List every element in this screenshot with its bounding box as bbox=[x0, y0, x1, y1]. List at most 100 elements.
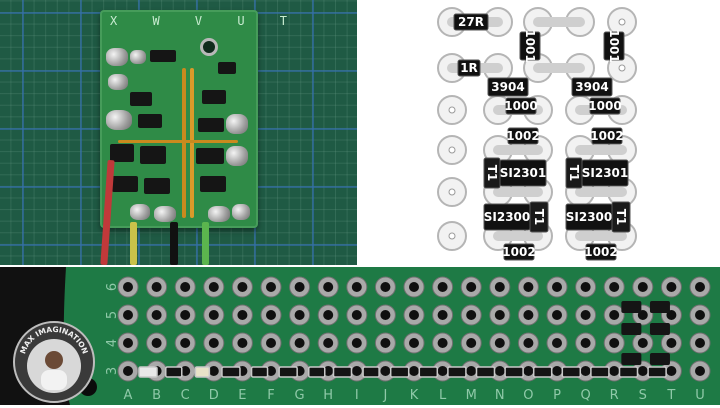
smd-component bbox=[475, 366, 496, 378]
column-letter: A bbox=[124, 388, 133, 403]
diagram-component-label: 1002 bbox=[584, 245, 617, 259]
perfboard-pad bbox=[146, 332, 168, 354]
perfboard-pad bbox=[575, 304, 597, 326]
perfboard-pad bbox=[489, 332, 511, 354]
smd-component bbox=[362, 366, 380, 378]
column-letter: R bbox=[610, 388, 619, 403]
column-letter: O bbox=[523, 388, 533, 403]
perfboard-pad bbox=[432, 276, 454, 298]
perfboard-pad bbox=[517, 304, 539, 326]
perfboard-pad bbox=[203, 304, 225, 326]
diagram-component-transistor: SI2301 bbox=[499, 159, 547, 187]
pad-ring bbox=[437, 221, 467, 251]
perfboard-pad bbox=[432, 304, 454, 326]
perfboard-pad bbox=[546, 304, 568, 326]
perfboard-pad bbox=[317, 304, 339, 326]
solder-joint bbox=[106, 110, 132, 130]
solder-joint bbox=[226, 114, 248, 134]
perfboard-pad bbox=[546, 332, 568, 354]
smd-transistor bbox=[621, 301, 642, 313]
perfboard-pad bbox=[346, 304, 368, 326]
smd-component bbox=[389, 366, 410, 378]
perfboard-pad bbox=[346, 276, 368, 298]
smd-chip bbox=[112, 176, 138, 192]
green-lead bbox=[202, 222, 209, 265]
diagram-component-transistor: 3904 bbox=[487, 77, 529, 97]
perfboard-pad bbox=[660, 332, 682, 354]
perfboard-pad bbox=[174, 304, 196, 326]
smd-chip bbox=[130, 92, 152, 106]
diagram-component-label: SI2301 bbox=[582, 166, 629, 180]
board-photo: X W V U T bbox=[0, 0, 357, 265]
diagram-component-resistor: 1000 bbox=[588, 97, 622, 115]
smd-chip bbox=[202, 90, 226, 104]
column-letter: L bbox=[439, 388, 447, 403]
perfboard-pad bbox=[374, 276, 396, 298]
perfboard-pad bbox=[632, 332, 654, 354]
smd-transistor bbox=[649, 323, 670, 335]
diagram-component-resistor: 1002 bbox=[584, 243, 618, 261]
black-lead bbox=[170, 222, 178, 265]
diagram-component-label: 1R bbox=[460, 61, 478, 75]
assembled-board: X W V U T bbox=[100, 10, 287, 228]
perfboard-pad bbox=[174, 276, 196, 298]
column-letter: N bbox=[495, 388, 505, 403]
column-letter: M bbox=[466, 388, 477, 403]
diagram-component-transistor: SI2300 bbox=[565, 203, 613, 231]
smd-component bbox=[138, 366, 158, 378]
diagram-component-label: 3904 bbox=[575, 80, 608, 94]
diagram-component-label: 1002 bbox=[502, 245, 535, 259]
diagram-component-label: 3904 bbox=[491, 80, 524, 94]
perfboard-pad bbox=[260, 332, 282, 354]
diagram-component-transistor: SI2300 bbox=[483, 203, 531, 231]
smd-component bbox=[590, 366, 610, 378]
diagram-component-label: 1000 bbox=[504, 99, 537, 113]
perfboard-pad bbox=[289, 276, 311, 298]
column-letter: E bbox=[238, 388, 246, 403]
smd-component bbox=[504, 366, 524, 378]
perfboard-pad bbox=[289, 332, 311, 354]
diagram-component-label: T1 bbox=[485, 165, 499, 182]
diagram-component-marking: T1 bbox=[483, 157, 501, 189]
diagram-component-label: SI2300 bbox=[566, 210, 613, 224]
perfboard-pad bbox=[260, 304, 282, 326]
perfboard-pad bbox=[346, 332, 368, 354]
column-letter: B bbox=[152, 388, 161, 403]
pad-ring bbox=[437, 135, 467, 165]
column-letter: U bbox=[695, 388, 705, 403]
column-letter: D bbox=[209, 388, 219, 403]
pad-ring bbox=[437, 177, 467, 207]
smd-component bbox=[250, 366, 269, 378]
perfboard-pad bbox=[689, 332, 711, 354]
diagram-component-resistor: 1R bbox=[457, 59, 481, 77]
column-letter: K bbox=[410, 388, 419, 403]
smd-component bbox=[618, 366, 639, 378]
smd-chip bbox=[150, 50, 176, 62]
perfboard-pad bbox=[460, 304, 482, 326]
column-letter: S bbox=[639, 388, 647, 403]
yellow-lead bbox=[130, 222, 137, 265]
smd-component bbox=[647, 366, 667, 378]
diagram-component-label: T1 bbox=[532, 209, 546, 226]
diagram-component-resistor: 1002 bbox=[590, 127, 624, 145]
diagram-component-label: 1001 bbox=[607, 29, 621, 62]
perfboard-pad bbox=[460, 276, 482, 298]
perfboard-pad bbox=[489, 304, 511, 326]
diagram-component-transistor: SI2301 bbox=[581, 159, 629, 187]
perfboard-pad bbox=[489, 276, 511, 298]
copper-wire bbox=[118, 140, 238, 143]
perfboard-pad bbox=[203, 332, 225, 354]
perfboard-pad bbox=[146, 304, 168, 326]
perfboard-pad bbox=[231, 304, 253, 326]
smd-component bbox=[418, 366, 439, 378]
perfboard-pad bbox=[689, 276, 711, 298]
perfboard-pad bbox=[517, 332, 539, 354]
row-number: 6 bbox=[105, 283, 120, 291]
smd-chip bbox=[140, 146, 166, 164]
smd-chip bbox=[110, 144, 134, 162]
perfboard-pad bbox=[374, 304, 396, 326]
mounting-hole bbox=[200, 38, 218, 56]
smd-transistor bbox=[649, 301, 670, 313]
